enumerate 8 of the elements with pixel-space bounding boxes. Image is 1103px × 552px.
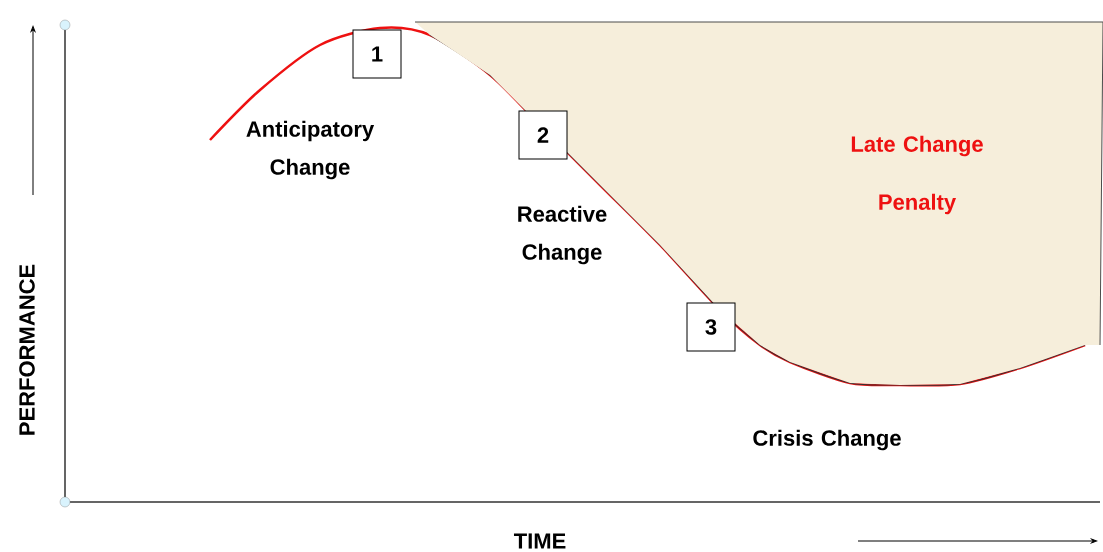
numbered-box: 1 bbox=[352, 29, 402, 79]
stage-label: Crisis Change bbox=[753, 429, 901, 451]
stage-label: Reactive Change bbox=[518, 205, 607, 265]
axis-title: PERFORMANCE bbox=[19, 264, 35, 435]
numbered-box: 3 bbox=[686, 302, 736, 352]
stage-label: Anticipatory Change bbox=[246, 120, 375, 180]
axis-title: TIME bbox=[514, 533, 566, 549]
numbered-box: 2 bbox=[518, 110, 568, 160]
